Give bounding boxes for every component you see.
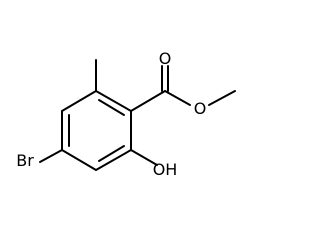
bromine-bond	[39, 149, 63, 163]
ring-bond-c1-c2	[95, 90, 132, 112]
ester-oxygen-label: O	[194, 99, 207, 118]
molecule-canvas: O O Br OH	[16, 49, 236, 179]
carbonyl-oxygen-label: O	[159, 49, 172, 68]
methoxy-bond	[208, 90, 236, 106]
ring-bond-c3-c4	[95, 149, 132, 171]
hydroxyl-bond	[130, 149, 158, 166]
ring-inner-double-bond-2	[98, 145, 125, 162]
hydroxyl-label: OH	[153, 160, 178, 179]
ring-bond-c6-c1	[61, 90, 97, 112]
ring-inner-double-bond-1	[98, 99, 125, 116]
carbonyl-carbon-bond	[130, 90, 166, 112]
ring-bond-c4-c5	[61, 149, 97, 171]
bromine-label: Br	[16, 151, 34, 170]
ester-oxygen-bond	[164, 90, 191, 106]
structure-drawing: O O Br OH	[16, 49, 236, 179]
